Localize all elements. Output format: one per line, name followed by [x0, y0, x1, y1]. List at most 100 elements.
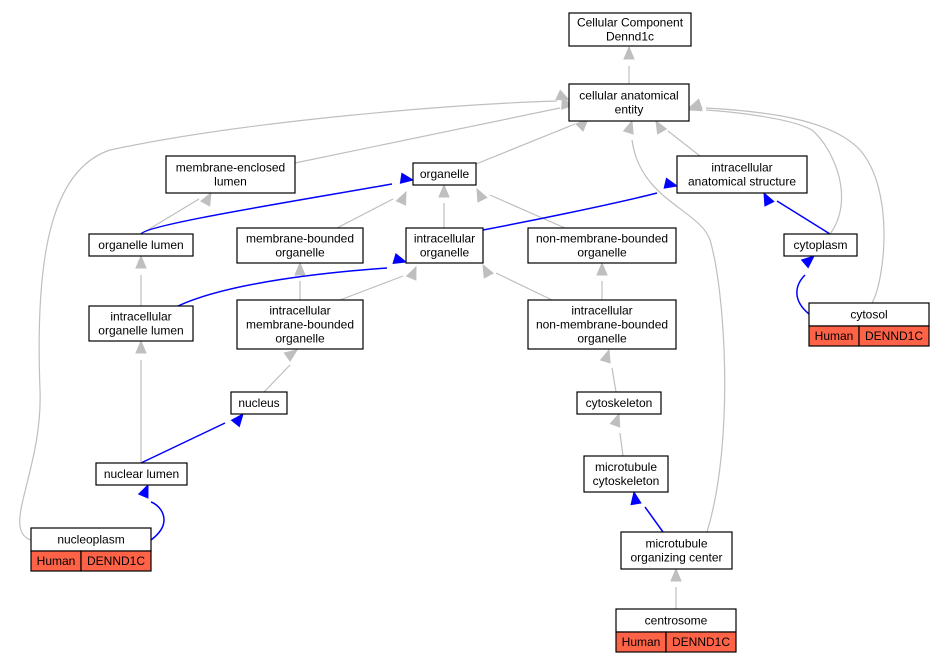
node-box: [412, 162, 477, 186]
node-label: cytoskeleton: [586, 396, 653, 410]
e-orglumen-org-line: [140, 183, 393, 235]
node-nucleus[interactable]: nucleus: [230, 391, 288, 415]
e-org-cae: [475, 118, 589, 165]
e-iol-io: [177, 252, 408, 307]
e-io-ias-line: [482, 192, 658, 231]
e-mtoc-mtcyto: [630, 490, 664, 533]
e-ias-cae: [655, 119, 701, 157]
node-nuclumen[interactable]: nuclear lumen: [95, 462, 188, 486]
node-orglumen[interactable]: organelle lumen: [88, 233, 194, 257]
e-imbo-io-line: [339, 275, 404, 301]
e-cae-root: [623, 45, 635, 84]
node-label: cytosol: [850, 308, 887, 322]
node-cytoskeleton[interactable]: cytoskeleton: [576, 391, 662, 415]
e-nucleoplasm-cae: [19, 89, 571, 541]
e-iol-io-arrowhead: [392, 252, 408, 264]
e-imbo-io: [339, 265, 417, 301]
node-label: microtubule: [645, 537, 707, 551]
e-nmbo-org-arrowhead: [476, 187, 488, 203]
e-cytosol-cae: [687, 98, 885, 304]
node-box: [236, 299, 364, 350]
e-nucleoplasm-nuclumen-arrowhead: [137, 483, 149, 499]
node-label: organelle: [577, 332, 627, 346]
e-inmbo-nmbo: [596, 261, 608, 300]
edges: [19, 45, 885, 609]
e-mel-cae: [294, 98, 576, 164]
e-cytoskeleton-inmbo-line: [611, 367, 617, 393]
node-label: membrane-bounded: [246, 232, 354, 246]
e-inmbo-nmbo-arrowhead: [596, 261, 608, 276]
node-centrosome[interactable]: centrosome: [615, 608, 737, 633]
e-io-ias-arrowhead: [663, 177, 679, 189]
e-inmbo-io: [482, 263, 553, 301]
node-cytosol[interactable]: cytosol: [808, 302, 930, 327]
node-box: [230, 391, 288, 415]
node-label: intracellular: [110, 310, 171, 324]
node-label: membrane-enclosed: [176, 161, 285, 175]
e-nucleoplasm-cae-arrowhead: [555, 89, 571, 101]
annotation-species: Human: [622, 635, 661, 649]
e-org-cae-line: [475, 123, 576, 165]
e-nmbo-org-line: [489, 194, 566, 229]
node-label: non-membrane-bounded: [536, 232, 668, 246]
annotation-gene: DENND1C: [865, 329, 923, 343]
e-cytosol-cae-line: [705, 107, 885, 304]
node-box: [568, 12, 692, 47]
node-nucleoplasm[interactable]: nucleoplasm: [30, 527, 152, 552]
node-label: intracellular: [414, 232, 475, 246]
e-imbo-mbo-arrowhead: [294, 261, 306, 276]
node-label: organelle: [577, 246, 627, 260]
node-label: Dennd1c: [606, 30, 654, 44]
node-box: [527, 299, 677, 350]
node-box: [527, 227, 677, 264]
annotation-gene-cell: [858, 325, 930, 347]
node-label: intracellular: [571, 304, 632, 318]
node-cytoplasm[interactable]: cytoplasm: [783, 233, 858, 257]
e-mtoc-cae-arrowhead: [622, 119, 634, 135]
node-org[interactable]: organelle: [412, 162, 477, 186]
e-nuclumen-iol: [135, 339, 147, 463]
e-cytoplasm-ias: [763, 191, 831, 235]
node-label: microtubule: [595, 460, 657, 474]
node-label: centrosome: [645, 614, 708, 628]
node-box: [405, 227, 484, 264]
node-label: cytoskeleton: [593, 474, 660, 488]
node-label: organelle: [420, 167, 470, 181]
e-nuclumen-nucleus-line: [140, 422, 226, 464]
e-imbo-io-arrowhead: [405, 265, 417, 281]
annotation-species: Human: [37, 554, 76, 568]
e-io-org: [438, 183, 450, 228]
e-nucleus-imbo-line: [263, 364, 291, 393]
e-mbo-org-line: [336, 198, 394, 229]
node-label: nucleus: [238, 396, 279, 410]
node-inmbo[interactable]: intracellularnon-membrane-boundedorganel…: [527, 299, 677, 350]
annotation-gene-cell: [665, 631, 737, 653]
node-label: entity: [615, 103, 644, 117]
annotation-species: Human: [815, 329, 854, 343]
e-mtcyto-cytoskeleton: [609, 412, 624, 457]
e-orglumen-mel: [140, 191, 212, 235]
node-label: intracellular: [711, 161, 772, 175]
e-cytosol-cytoplasm-arrowhead: [800, 255, 815, 269]
e-inmbo-io-line: [495, 272, 553, 301]
e-mel-cae-line: [294, 107, 561, 164]
e-centrosome-mtoc-arrowhead: [670, 567, 682, 582]
node-box: [676, 155, 808, 194]
e-mbo-org-arrowhead: [395, 190, 407, 206]
e-iol-orglumen-arrowhead: [135, 254, 147, 269]
node-box: [568, 83, 690, 122]
